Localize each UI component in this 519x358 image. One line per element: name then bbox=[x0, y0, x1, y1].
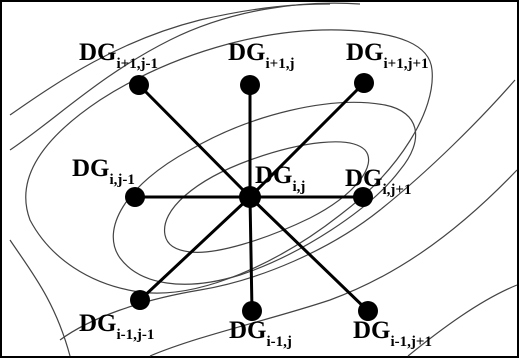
label-top-center: DGi+1,j bbox=[228, 39, 294, 72]
node-dot-middle-right bbox=[353, 187, 373, 207]
node-dot-bottom-left bbox=[130, 290, 150, 310]
contour-line bbox=[407, 284, 518, 357]
spoke-to-top-right bbox=[248, 81, 366, 199]
label-bottom-center: DGi-1,j bbox=[229, 317, 292, 350]
contour-line bbox=[112, 101, 417, 285]
label-top-left: DGi+1,j-1 bbox=[79, 39, 158, 72]
contour-lines bbox=[9, 2, 518, 357]
spoke-to-bottom-right bbox=[248, 195, 370, 313]
spoke-to-bottom-center bbox=[248, 195, 254, 313]
node-dot-middle-left bbox=[125, 187, 145, 207]
label-bottom-right: DGi-1,j+1 bbox=[353, 317, 432, 350]
grid-nodes bbox=[125, 73, 378, 321]
label-bottom-left: DGi-1,j-1 bbox=[79, 310, 154, 343]
node-labels: DGi+1,j-1 DGi+1,j DGi+1,j+1 DGi,j-1 DGi,… bbox=[72, 39, 432, 350]
contour-line bbox=[9, 239, 71, 357]
node-dot-bottom-right bbox=[358, 301, 378, 321]
node-dot-top-left bbox=[129, 75, 149, 95]
node-dot-top-right bbox=[354, 73, 374, 93]
contour-line bbox=[59, 79, 516, 341]
node-dot-center bbox=[239, 186, 261, 208]
connection-lines bbox=[133, 81, 370, 313]
label-center: DGi,j bbox=[255, 162, 305, 195]
node-dot-top-center bbox=[240, 75, 260, 95]
contour-line bbox=[149, 169, 518, 357]
spoke-to-top-left bbox=[137, 83, 252, 199]
label-middle-right: DGi,j+1 bbox=[345, 165, 411, 198]
node-dot-bottom-center bbox=[242, 301, 262, 321]
contour-line bbox=[9, 2, 361, 151]
label-middle-left: DGi,j-1 bbox=[72, 155, 135, 188]
label-top-right: DGi+1,j+1 bbox=[346, 39, 429, 72]
spoke-to-bottom-left bbox=[138, 195, 252, 302]
